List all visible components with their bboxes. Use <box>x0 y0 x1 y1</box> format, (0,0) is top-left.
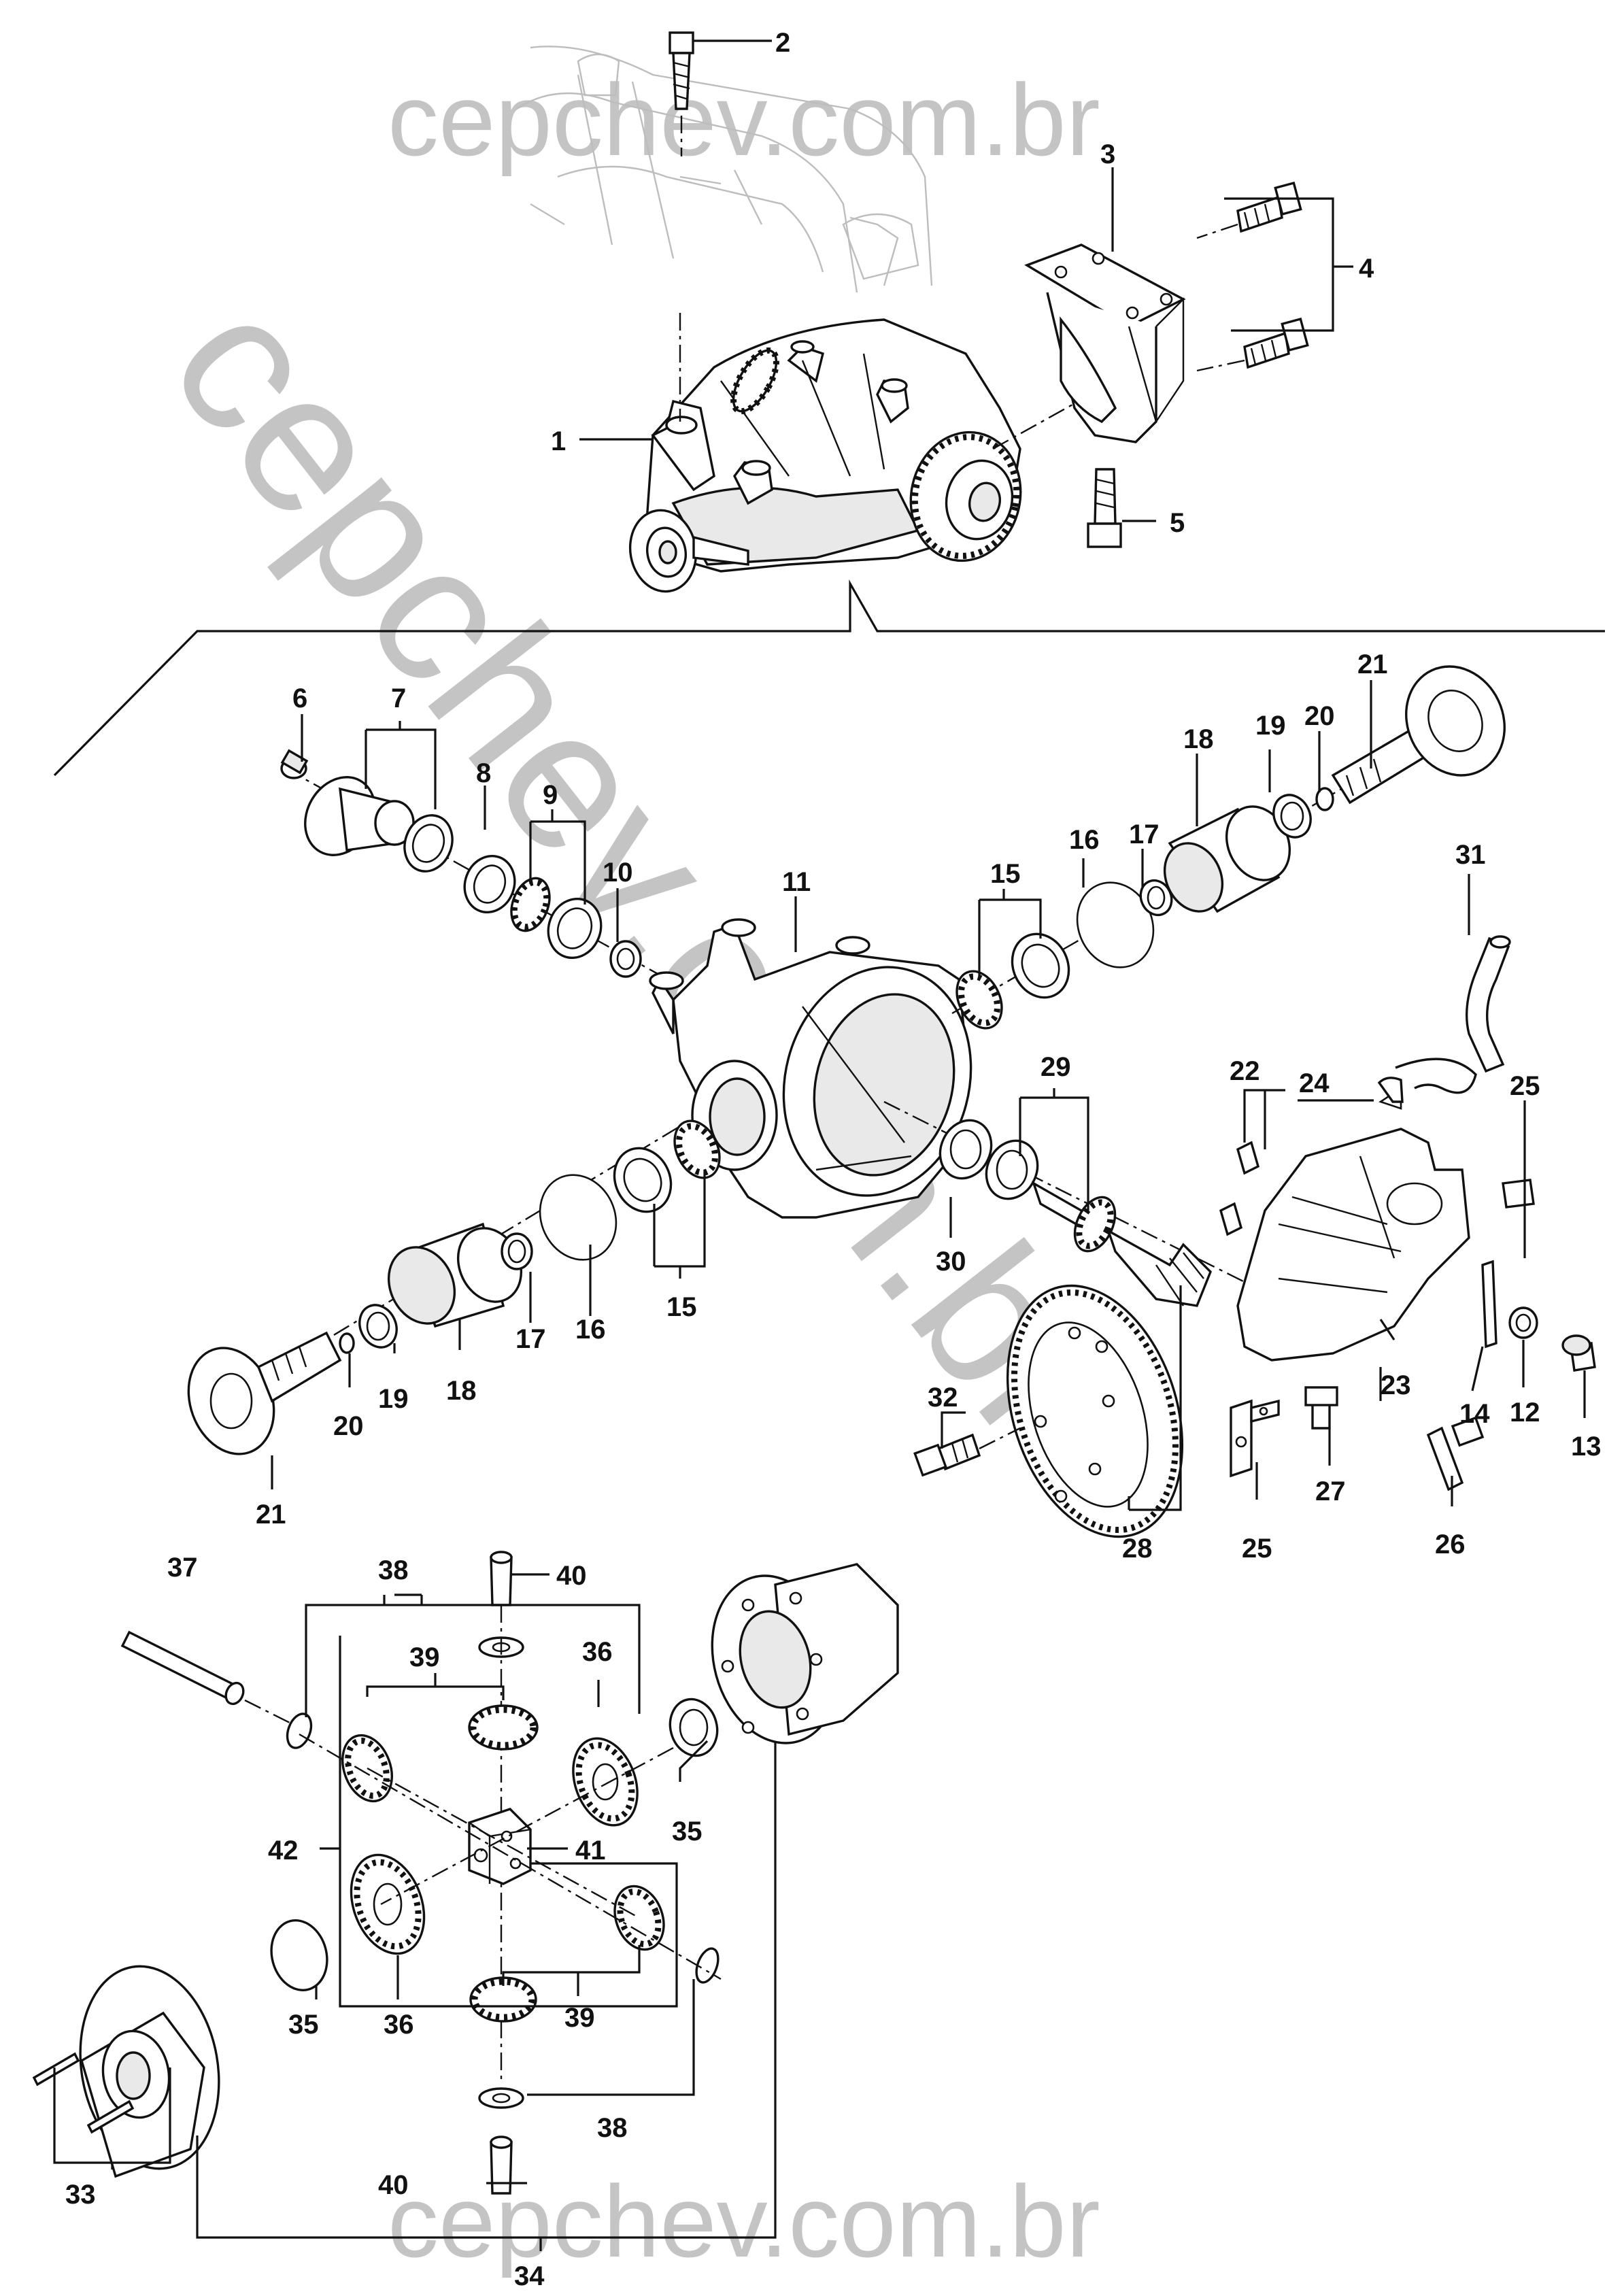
callout-39-upper: 39 <box>409 1642 440 1672</box>
callouts: 1 2 3 4 5 6 7 8 9 10 11 12 13 14 15 15 1… <box>65 28 1602 2291</box>
section-divider <box>53 579 1605 777</box>
callout-33: 33 <box>65 2180 96 2210</box>
callout-38-lower: 38 <box>597 2113 628 2143</box>
callout-39-lower: 39 <box>564 2003 595 2033</box>
callout-3: 3 <box>1100 139 1115 169</box>
parts-row-upper-right <box>951 665 1506 1030</box>
callout-16-lower: 16 <box>575 1315 606 1345</box>
carrier-housing-11 <box>649 918 972 1219</box>
callout-21-upper: 21 <box>1357 649 1388 679</box>
callout-20-lower: 20 <box>333 1411 364 1441</box>
callout-11: 11 <box>782 867 811 897</box>
callout-35-lower: 35 <box>288 2010 319 2040</box>
callout-21-lower: 21 <box>256 1500 286 1530</box>
callout-42: 42 <box>268 1836 299 1866</box>
callout-19-lower: 19 <box>378 1384 409 1414</box>
callout-4: 4 <box>1359 254 1374 284</box>
callout-36-lower: 36 <box>384 2010 414 2040</box>
callout-25-lower: 25 <box>1242 1534 1272 1564</box>
callout-13: 13 <box>1571 1432 1602 1462</box>
callout-25-upper: 25 <box>1510 1071 1540 1101</box>
callout-29: 29 <box>1041 1052 1071 1082</box>
bolt-32 <box>913 1427 1021 1477</box>
callout-14: 14 <box>1459 1399 1490 1429</box>
watermark-top: cepchev.com.br <box>388 63 1100 177</box>
callout-18-upper: 18 <box>1183 724 1214 754</box>
callout-32: 32 <box>928 1383 958 1413</box>
callout-17-lower: 17 <box>515 1324 546 1354</box>
vehicle-body-outline <box>516 46 933 293</box>
callout-34: 34 <box>514 2261 545 2291</box>
callout-22: 22 <box>1230 1056 1260 1086</box>
callout-5: 5 <box>1170 508 1185 538</box>
callout-17-upper: 17 <box>1129 820 1160 849</box>
leader-lines <box>53 39 1586 2251</box>
callout-15-upper: 15 <box>990 859 1021 889</box>
differential-case-34 <box>32 1563 899 2178</box>
bolt-5 <box>1087 468 1122 548</box>
callout-23: 23 <box>1381 1370 1411 1400</box>
callout-2: 2 <box>775 28 790 58</box>
bolts-4 <box>1196 181 1309 372</box>
callout-1: 1 <box>551 426 566 456</box>
parts-row-lower-left <box>187 1119 721 1455</box>
callout-16-upper: 16 <box>1069 825 1100 855</box>
bolt-2 <box>669 31 694 156</box>
differential-assembly <box>628 313 1116 593</box>
callout-19-upper: 19 <box>1255 711 1286 741</box>
mount-bracket-3 <box>1024 243 1186 443</box>
callout-40-upper: 40 <box>556 1561 587 1591</box>
callout-41: 41 <box>575 1836 606 1866</box>
callout-40-lower: 40 <box>378 2170 409 2200</box>
hose-31 <box>1466 935 1511 1073</box>
cover-parts-right <box>1219 1058 1596 1491</box>
callout-12: 12 <box>1510 1398 1540 1428</box>
parts-row-upper-left <box>280 749 681 987</box>
pinion-and-ring-gear <box>883 1100 1266 1538</box>
callout-31: 31 <box>1455 840 1486 870</box>
differential-gears <box>280 1551 722 2195</box>
callout-24: 24 <box>1299 1068 1330 1098</box>
callout-28: 28 <box>1122 1534 1153 1564</box>
callout-27: 27 <box>1315 1476 1346 1506</box>
callout-8: 8 <box>476 758 491 788</box>
callout-35-upper: 35 <box>672 1817 703 1846</box>
callout-15-lower: 15 <box>666 1292 697 1322</box>
callout-36-upper: 36 <box>582 1637 613 1667</box>
callout-37: 37 <box>167 1553 198 1583</box>
callout-30: 30 <box>936 1247 966 1277</box>
callout-26: 26 <box>1435 1530 1466 1559</box>
callout-10: 10 <box>603 858 633 888</box>
callout-18-lower: 18 <box>446 1376 477 1406</box>
callout-20-upper: 20 <box>1304 701 1335 731</box>
callout-7: 7 <box>391 683 406 713</box>
callout-38-upper: 38 <box>378 1555 409 1585</box>
callout-9: 9 <box>543 780 558 810</box>
callout-6: 6 <box>292 683 307 713</box>
pin-37 <box>120 1630 300 1729</box>
